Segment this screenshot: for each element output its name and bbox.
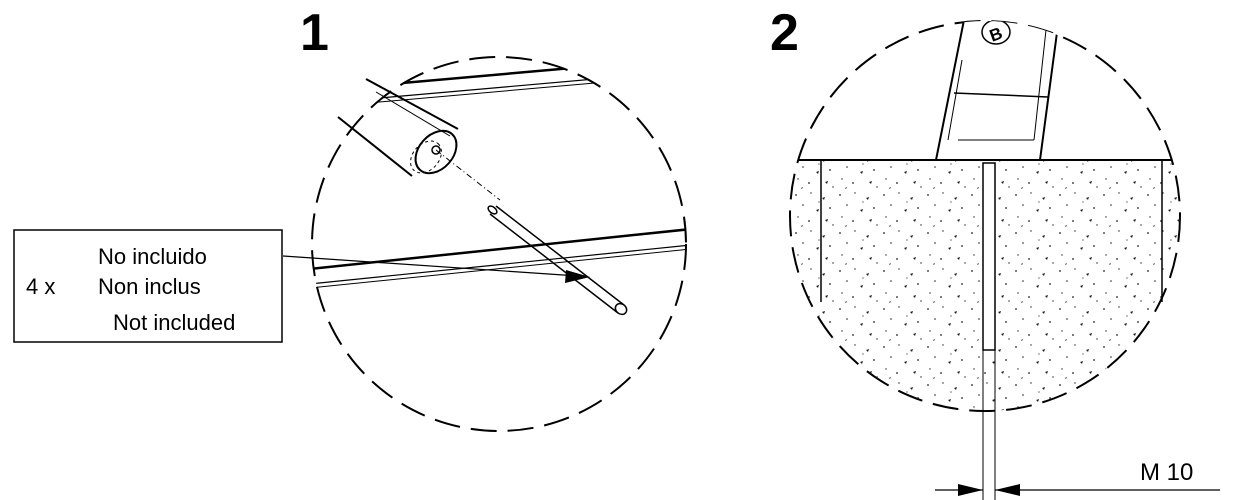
dimension-label: M 10 <box>1140 459 1193 486</box>
note-line-en: Not included <box>113 310 235 335</box>
step-1-detail-circle <box>311 56 687 432</box>
note-line-es: No incluido <box>98 244 207 269</box>
alignment-axis <box>435 149 501 201</box>
step-1-number: 1 <box>300 4 329 62</box>
step-2-number: 2 <box>770 4 799 62</box>
bolt-head-letter: B <box>987 24 1005 46</box>
note-quantity: 4 x <box>26 274 55 299</box>
note-line-fr: Non inclus <box>98 274 201 299</box>
step-1-detail: 1 <box>13 4 687 432</box>
step-1-frame-rails <box>312 57 686 290</box>
not-included-note: 4 x No incluido Non inclus Not included <box>13 229 283 343</box>
leg-foot: B <box>934 21 1062 161</box>
anchor-dimension: M 10 <box>935 350 1220 500</box>
leader-arrow <box>282 255 590 283</box>
leg-tube <box>337 78 459 177</box>
anchor-hole <box>982 162 996 351</box>
step-2-detail: 2 B <box>770 4 1220 500</box>
dowel-pin <box>487 205 628 316</box>
note-box <box>13 229 283 343</box>
